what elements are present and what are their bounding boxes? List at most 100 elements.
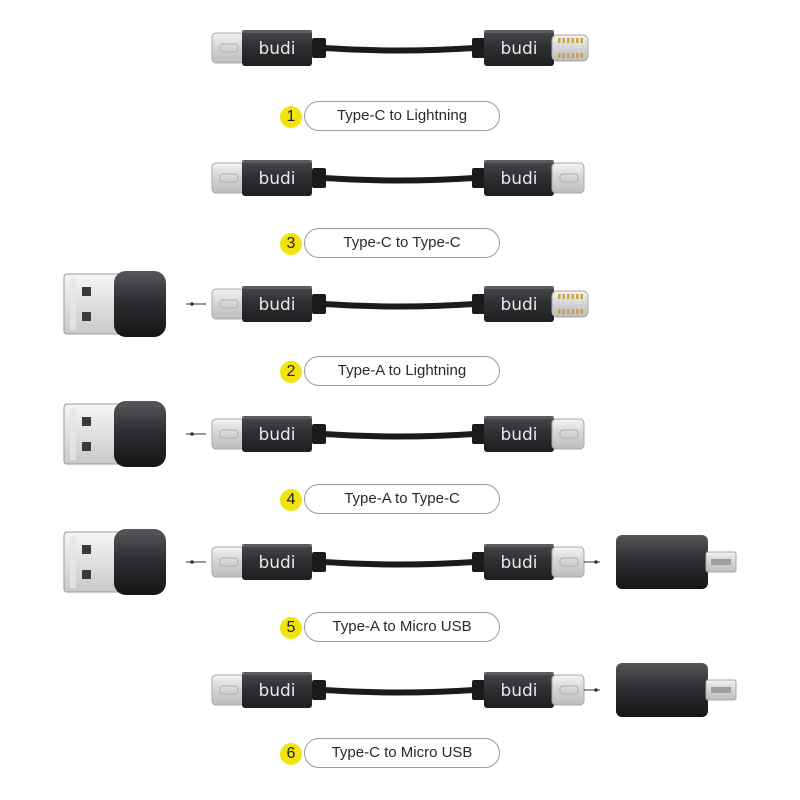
micro-usb-slot [711, 687, 731, 693]
connector-housing [484, 30, 554, 66]
lightning-plug-tip [551, 34, 589, 62]
lightning-pin [571, 38, 574, 43]
usb-c-plug-tip [211, 288, 245, 320]
strain-relief-left [312, 552, 326, 572]
cable [324, 301, 474, 310]
strain-relief-left [312, 680, 326, 700]
housing-highlight [242, 672, 312, 675]
adapter-body [114, 529, 166, 595]
brand-logo: budi [500, 681, 537, 701]
usb-a-hole [82, 442, 91, 451]
housing-highlight [484, 672, 554, 675]
usb-c-slot [559, 429, 579, 439]
strain-relief-left [312, 424, 326, 444]
cable [324, 431, 474, 440]
lightning-pin [567, 53, 570, 58]
usb-c-plug-tip [551, 546, 585, 578]
usb-a-shine [70, 278, 76, 330]
number-badge: 3 [280, 233, 302, 255]
housing-highlight [484, 416, 554, 419]
usb-c-plug-tip [211, 162, 245, 194]
strain-relief-right [472, 552, 486, 572]
connector-housing [484, 672, 554, 708]
lightning-pin [576, 309, 579, 314]
housing-highlight [484, 160, 554, 163]
connector-housing [242, 416, 312, 452]
housing-highlight [484, 30, 554, 33]
micro-usb-slot [711, 559, 731, 565]
cable [324, 45, 474, 54]
product-name-pill: Type-C to Type-C [304, 228, 500, 258]
lightning-pin [558, 309, 561, 314]
housing-highlight [242, 286, 312, 289]
usb-a-hole [82, 312, 91, 321]
brand-logo: budi [500, 553, 537, 573]
usb-a-shine [70, 408, 76, 460]
lightning-pin [576, 53, 579, 58]
connector-housing [242, 544, 312, 580]
housing-highlight [484, 544, 554, 547]
brand-logo: budi [500, 425, 537, 445]
number-badge: 5 [280, 617, 302, 639]
cable-product-6: budi budi [211, 663, 737, 717]
connector-dot [190, 432, 194, 436]
strain-relief-right [472, 38, 486, 58]
adapter-body [114, 401, 166, 467]
product-name-pill: Type-C to Micro USB [304, 738, 500, 768]
strain-relief-left [312, 294, 326, 314]
housing-highlight [484, 286, 554, 289]
lightning-pin [576, 38, 579, 43]
connector-housing [484, 416, 554, 452]
connector-dot [594, 688, 598, 692]
strain-relief-right [472, 294, 486, 314]
product-name-pill: Type-C to Lightning [304, 101, 500, 131]
number-badge: 6 [280, 743, 302, 765]
usb-a-shine [70, 536, 76, 588]
usb-c-slot [219, 43, 239, 53]
housing-highlight [242, 416, 312, 419]
lightning-pin [558, 294, 561, 299]
adapter-body [114, 271, 166, 337]
usb-c-slot [219, 429, 239, 439]
usb-c-plug-tip [211, 674, 245, 706]
strain-relief-right [472, 680, 486, 700]
lightning-pin [580, 53, 583, 58]
usb-c-plug-tip [551, 162, 585, 194]
brand-logo: budi [258, 295, 295, 315]
brand-logo: budi [258, 169, 295, 189]
connector-housing [484, 286, 554, 322]
product-name-pill: Type-A to Lightning [304, 356, 500, 386]
lightning-pin [576, 294, 579, 299]
micro-usb-adapter-body [616, 663, 708, 717]
lightning-plug-tip [551, 290, 589, 318]
housing-highlight [242, 160, 312, 163]
usb-c-slot [219, 557, 239, 567]
lightning-pin [571, 294, 574, 299]
lightning-pin [567, 38, 570, 43]
micro-usb-adapter-body [616, 535, 708, 589]
lightning-pin [562, 53, 565, 58]
product-name-pill: Type-A to Micro USB [304, 612, 500, 642]
usb-c-plug-tip [551, 674, 585, 706]
lightning-pin [558, 53, 561, 58]
lightning-pin [562, 309, 565, 314]
number-badge: 1 [280, 106, 302, 128]
lightning-pin [558, 38, 561, 43]
lightning-pin [562, 294, 565, 299]
lightning-pin [571, 53, 574, 58]
brand-logo: budi [258, 681, 295, 701]
usb-a-hole [82, 545, 91, 554]
product-name-pill: Type-A to Type-C [304, 484, 500, 514]
number-badge: 4 [280, 489, 302, 511]
usb-c-plug-tip [551, 418, 585, 450]
brand-logo: budi [500, 39, 537, 59]
cable [324, 175, 474, 184]
